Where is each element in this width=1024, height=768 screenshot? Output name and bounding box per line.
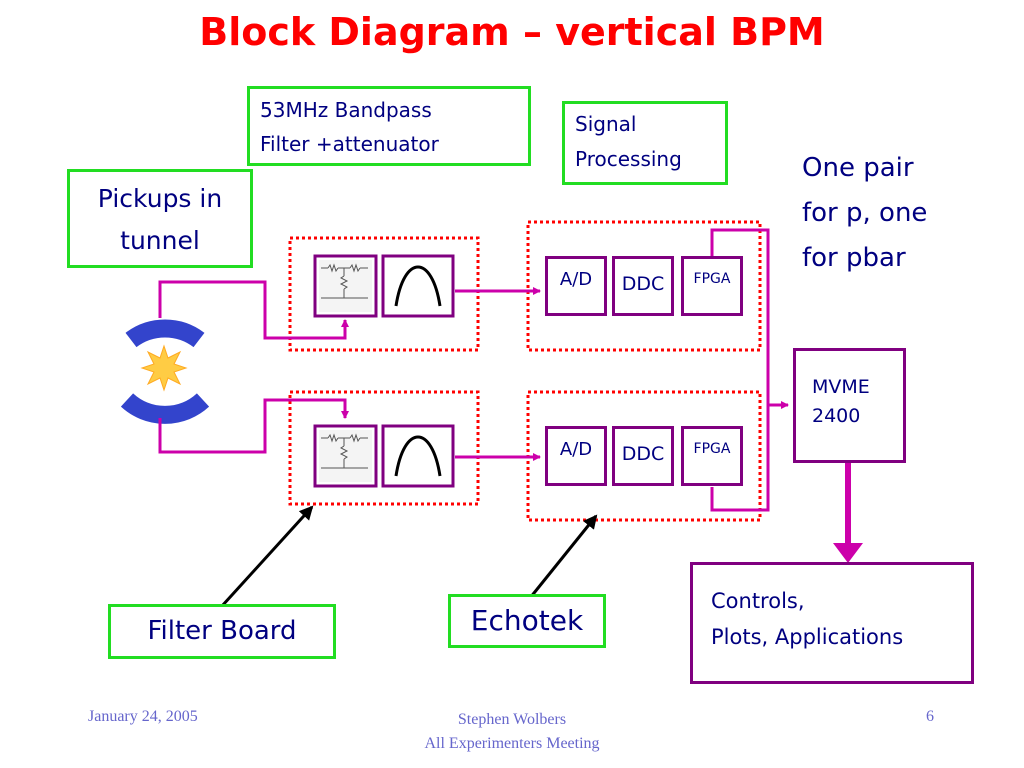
bandpass-curve-icon	[394, 265, 442, 307]
pickup-electrode-icon	[125, 319, 205, 348]
ad-label-bottom: A/D	[559, 439, 593, 460]
echotek-label-box: Echotek	[448, 594, 606, 648]
fpga-bus-line-top	[710, 228, 770, 400]
pickup-electrode-icon	[120, 393, 210, 424]
pickup-signal-line-top	[158, 280, 349, 340]
fpga-bus-line-bottom	[710, 400, 770, 512]
pickups-label-line-1: Pickups in	[97, 184, 223, 213]
bandpass-block-top	[381, 254, 455, 318]
ddc-block-top: DDC	[612, 256, 674, 316]
ddc-block-bottom: DDC	[612, 426, 674, 486]
fpga-label-top: FPGA	[693, 271, 731, 287]
echotek-pointer-arrow	[528, 514, 598, 599]
mvme-label-line-1: MVME	[812, 376, 870, 398]
mvme-label: MVME 2400	[812, 373, 870, 431]
footer-author: Stephen Wolbers	[457, 711, 567, 728]
ad-label-top: A/D	[559, 269, 593, 290]
controls-block: Controls, Plots, Applications	[690, 562, 974, 684]
filter-board-pointer-arrow	[220, 505, 314, 608]
attenuator-block-bottom	[313, 424, 378, 488]
bandpass-curve-icon	[394, 435, 442, 477]
filter-board-label-box: Filter Board	[108, 604, 336, 659]
controls-label: Controls, Plots, Applications	[711, 583, 903, 655]
ddc-label-bottom: DDC	[621, 443, 665, 465]
mvme-to-controls-arrowhead	[833, 543, 863, 563]
echotek-frame-top	[526, 220, 762, 352]
attenuator-schematic-icon	[321, 263, 368, 299]
mvme-label-line-2: 2400	[812, 405, 861, 427]
signal-processing-line-2: Processing	[575, 147, 682, 171]
fpga-block-bottom: FPGA	[681, 426, 743, 486]
attenuator-schematic-icon	[321, 433, 368, 469]
beam-star-icon	[140, 344, 188, 392]
ddc-label-top: DDC	[621, 273, 665, 295]
pickups-label-box: Pickups in tunnel	[67, 169, 253, 268]
one-pair-line-1: One pair	[802, 153, 914, 183]
ad-block-top: A/D	[545, 256, 607, 316]
attenuator-block-top	[313, 254, 378, 318]
pickups-label-line-2: tunnel	[120, 226, 200, 255]
one-pair-line-3: for pbar	[802, 243, 906, 273]
filter-board-label: Filter Board	[147, 616, 297, 646]
bandpass-filter-label-box: 53MHz Bandpass Filter +attenuator	[247, 86, 531, 166]
page-title: Block Diagram – vertical BPM	[199, 10, 825, 54]
footer-date: January 24, 2005	[88, 708, 198, 725]
controls-label-line-2: Plots, Applications	[711, 625, 904, 649]
controls-label-line-1: Controls,	[711, 589, 805, 613]
footer-author-block: Stephen Wolbers All Experimenters Meetin…	[0, 708, 1024, 756]
footer-page-number: 6	[926, 708, 934, 725]
one-pair-line-2: for p, one	[802, 198, 928, 228]
ad-block-bottom: A/D	[545, 426, 607, 486]
bandpass-label-line-1: 53MHz Bandpass	[260, 98, 432, 122]
one-pair-note: One pair for p, one for pbar	[802, 146, 927, 281]
bandpass-block-bottom	[381, 424, 455, 488]
echotek-label: Echotek	[470, 604, 584, 637]
pickup-signal-line-bottom	[158, 398, 349, 454]
fpga-block-top: FPGA	[681, 256, 743, 316]
bandpass-label-line-2: Filter +attenuator	[260, 132, 439, 156]
footer-meeting: All Experimenters Meeting	[424, 735, 600, 752]
fpga-label-bottom: FPGA	[693, 441, 731, 457]
signal-processing-label-box: Signal Processing	[562, 101, 728, 185]
mvme-block: MVME 2400	[793, 348, 906, 463]
signal-processing-line-1: Signal	[575, 112, 637, 136]
